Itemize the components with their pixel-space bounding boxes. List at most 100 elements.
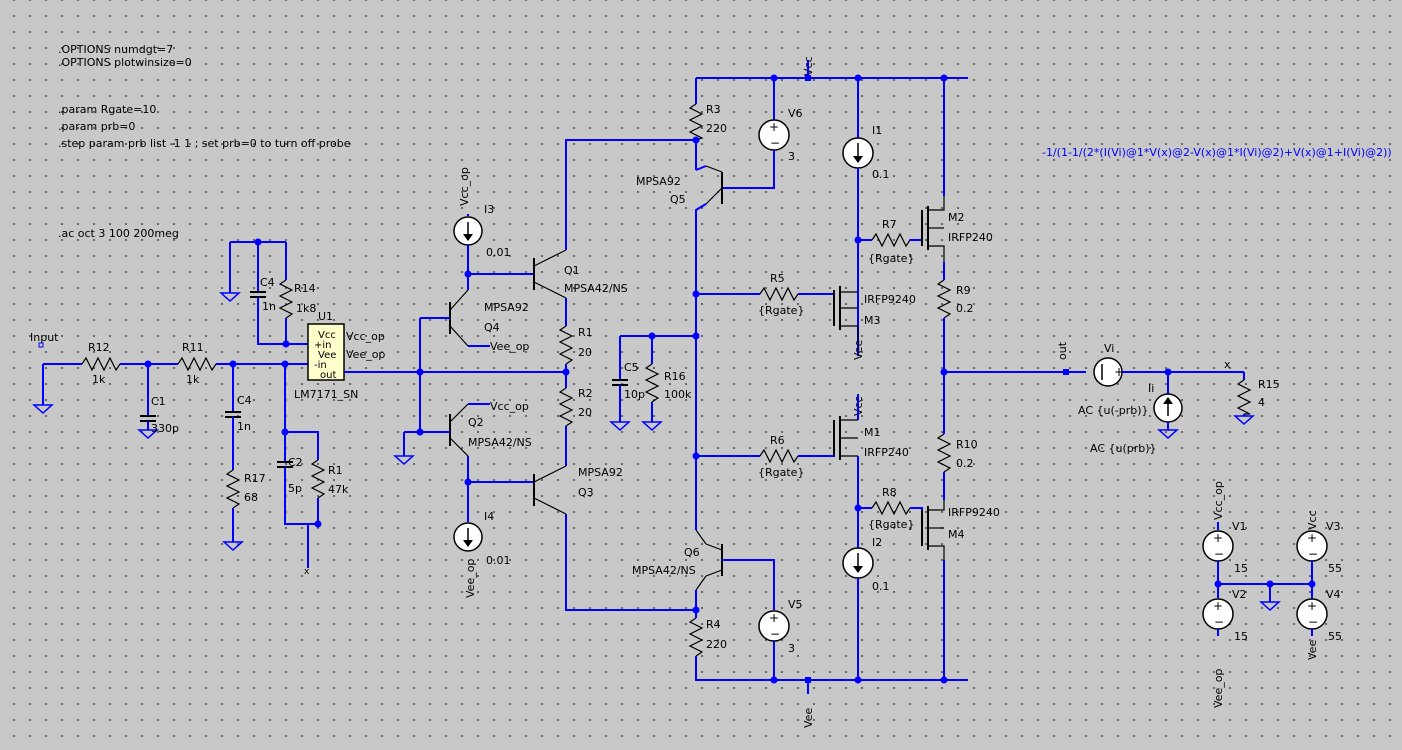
svg-text:+: + — [769, 120, 779, 134]
q5-ref: Q5 — [670, 193, 686, 206]
r5-ref: R5 — [770, 272, 785, 285]
r17-ref: R17 — [244, 472, 266, 485]
r2-ref: R2 — [578, 387, 593, 400]
r6-value: {Rgate} — [758, 466, 804, 479]
r14-value: 1k8 — [296, 302, 316, 315]
directive-5[interactable]: .step param prb list -1 1 ; set prb=0 to… — [58, 137, 351, 150]
q3-ref: Q3 — [578, 486, 594, 499]
resistor-r6[interactable] — [759, 448, 799, 464]
directive-1[interactable]: .OPTIONS numdgt=7 — [58, 43, 173, 56]
r12-value: 1k — [92, 373, 106, 386]
v2-ref: V2 — [1232, 588, 1247, 601]
resistor-r15[interactable] — [1236, 379, 1252, 415]
r10-ref: R10 — [956, 438, 978, 451]
q3-model: MPSA92 — [578, 466, 623, 479]
c3-value: 1n — [237, 420, 251, 433]
c5-ref: C5 — [624, 361, 639, 374]
v1-value: 15 — [1234, 562, 1248, 575]
q4-ref: Q4 — [484, 321, 500, 334]
resistor-r9[interactable] — [936, 279, 952, 319]
resistor-r16[interactable] — [644, 363, 660, 403]
v3-ref: V3 — [1326, 520, 1341, 533]
c2-value: 5p — [288, 482, 302, 495]
net-vcc-v3: Vcc — [1306, 510, 1319, 530]
resistor-r10[interactable] — [936, 433, 952, 473]
svg-text:+: + — [769, 611, 779, 625]
m1-ref: M1 — [864, 426, 881, 439]
svg-text:+: + — [1307, 531, 1317, 545]
net-out: out — [1056, 341, 1069, 360]
c4-value: 1n — [262, 300, 276, 313]
r15-value: 4 — [1258, 396, 1265, 409]
i4-ref: I4 — [484, 510, 494, 523]
resistor-r3[interactable] — [688, 103, 704, 141]
opamp-pin-out: out — [320, 370, 336, 381]
svg-text:−: − — [770, 627, 780, 641]
svg-text:−: − — [1214, 615, 1224, 629]
m4-model: IRFP9240 — [948, 506, 1000, 519]
svg-text:−: − — [1214, 547, 1224, 561]
net-vcc-op-v1: Vcc_op — [1212, 481, 1225, 520]
opamp-ref: U1 — [318, 310, 333, 323]
resistor-r4[interactable] — [688, 617, 704, 657]
net-vcc-op-i3: Vcc_op — [458, 167, 471, 206]
opamp-model: LM7171_SN — [294, 388, 358, 401]
resistor-r8[interactable] — [871, 500, 911, 516]
i2-ref: I2 — [872, 536, 882, 549]
resistor-r2[interactable] — [558, 387, 574, 427]
r17-value: 68 — [244, 491, 258, 504]
resistor-r11[interactable] — [177, 356, 217, 372]
opamp-u1[interactable]: Vcc +in Vee -in out U1 LM7171_SN Vcc_op … — [294, 310, 385, 401]
r6-ref: R6 — [770, 434, 785, 447]
m4-ref: M4 — [948, 528, 965, 541]
directive-2[interactable]: .OPTIONS plotwinsize=0 — [58, 56, 192, 69]
resistor-r7[interactable] — [871, 232, 911, 248]
r8-ref: R8 — [882, 486, 897, 499]
resistor-r12[interactable] — [81, 356, 121, 372]
r1-ref: R1 — [578, 326, 593, 339]
c1-ref: C1 — [151, 395, 166, 408]
resistor-r14[interactable] — [278, 279, 294, 319]
r2-value: 20 — [578, 406, 592, 419]
directive-3[interactable]: .param Rgate=10 — [58, 103, 156, 116]
directive-6[interactable]: .ac oct 3 100 200meg — [58, 227, 179, 240]
resistor-r1[interactable] — [558, 325, 574, 365]
svg-text:x: x — [304, 567, 310, 577]
m2-ref: M2 — [948, 211, 965, 224]
c3-ref: C4 — [237, 394, 252, 407]
expression-note[interactable]: -1/(1-1/(2*(I(Vi)@1*V(x)@2-V(x)@1*I(Vi)@… — [1042, 146, 1392, 159]
opamp-pin-vee: Vee — [318, 350, 336, 361]
directive-4[interactable]: .param prb=0 — [58, 120, 135, 133]
resistor-r5[interactable] — [759, 286, 799, 302]
r5-value: {Rgate} — [758, 304, 804, 317]
m2-model: IRFP240 — [948, 231, 993, 244]
bias-stage: Vcc R3 220 + − V6 3 MPSA92 Q5 R5 {R — [609, 56, 968, 728]
net-vee-v4: Vee — [1306, 640, 1319, 660]
opamp-net-vee: Vee_op — [346, 348, 385, 361]
resistor-r17[interactable] — [225, 469, 241, 509]
i1-value: 0.1 — [872, 168, 890, 181]
driver-stage: Vcc_op I3 0.01 MPSA92 Q4 Vee_op Vcc_op Q… — [393, 139, 696, 611]
svg-text:−: − — [1308, 615, 1318, 629]
opamp-pin-vcc: Vcc — [318, 330, 336, 341]
resistor-r13[interactable] — [310, 459, 326, 499]
net-vee-m3: Vee — [852, 340, 865, 360]
q2-model: MPSA42/NS — [468, 436, 532, 449]
ground-symbol — [32, 404, 54, 415]
svg-text:−: − — [770, 136, 780, 150]
r13-value: 47k — [328, 483, 349, 496]
r14-ref: R14 — [294, 282, 316, 295]
r11-value: 1k — [186, 373, 200, 386]
r4-value: 220 — [706, 638, 727, 651]
net-x: x — [1224, 358, 1231, 371]
r9-ref: R9 — [956, 284, 971, 297]
c5-value: 10p — [624, 388, 645, 401]
r12-ref: R12 — [88, 341, 110, 354]
q2-ref: Q2 — [468, 416, 484, 429]
spice-directives[interactable]: .OPTIONS numdgt=7 .OPTIONS plotwinsize=0… — [58, 43, 351, 240]
r11-ref: R11 — [182, 341, 204, 354]
q6-ref: Q6 — [684, 546, 700, 559]
v6-value: 3 — [788, 150, 795, 163]
input-port[interactable] — [38, 342, 44, 348]
